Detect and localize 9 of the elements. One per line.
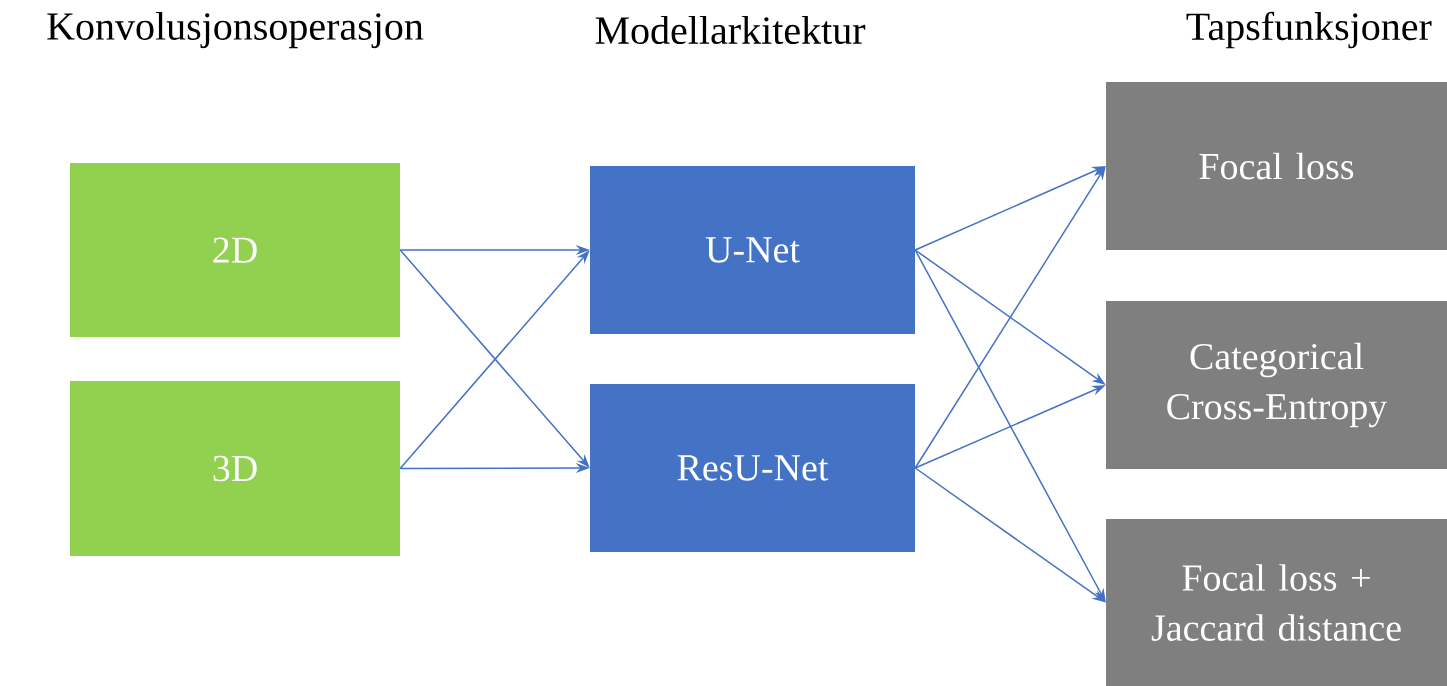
process-box: U-Net [590,166,915,334]
process-box: Categorical Cross-Entropy [1106,301,1447,469]
process-box: 2D [70,163,400,337]
process-box: Focal loss + Jaccard distance [1106,519,1447,686]
process-box: ResU-Net [590,384,915,552]
process-box: Focal loss [1106,82,1447,250]
column-heading: Modellarkitektur [595,15,866,45]
column-heading: Konvolusjonsoperasjon [47,11,424,49]
process-box: 3D [70,381,400,556]
